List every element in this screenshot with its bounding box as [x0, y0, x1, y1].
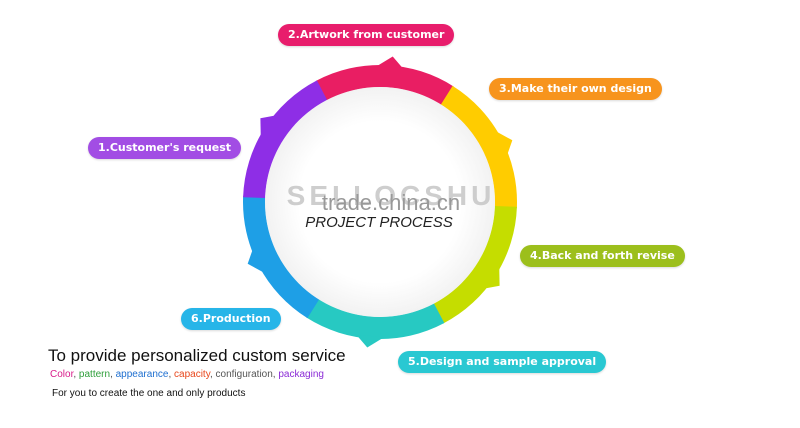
feature-separator: ,: [110, 369, 116, 380]
step-label-back-and-forth-revise: 4.Back and forth revise: [520, 245, 685, 267]
ring-inner-disc: [265, 87, 495, 317]
feature-configuration: configuration: [215, 369, 273, 380]
step-label-production: 6.Production: [181, 308, 281, 330]
ring-arrows: [247, 56, 513, 348]
ring-arrow: [260, 115, 277, 139]
ring-arrow: [483, 265, 500, 289]
feature-appearance: appearance: [115, 369, 169, 380]
feature-capacity: capacity: [174, 369, 210, 380]
service-tagline: For you to create the one and only produ…: [52, 388, 246, 399]
feature-packaging: packaging: [278, 369, 324, 380]
step-label-design-sample-approval: 5.Design and sample approval: [398, 351, 607, 373]
feature-separator: ,: [73, 369, 79, 380]
step-label-customer-request: 1.Customer's request: [88, 137, 242, 159]
center-title: PROJECT PROCESS: [305, 214, 453, 231]
ring-arrow: [494, 130, 513, 156]
ring-arrow: [247, 248, 266, 274]
step-label-make-own-design: 3.Make their own design: [489, 78, 662, 100]
step-label-artwork-from-customer: 2.Artwork from customer: [278, 24, 455, 46]
feature-separator: ,: [272, 369, 279, 380]
ring-arrow: [375, 56, 404, 70]
center-site-watermark: trade.china.cn: [321, 190, 461, 215]
center-watermark: SELLOCSHU: [286, 180, 496, 211]
feature-separator: ,: [168, 369, 175, 380]
feature-color: Color: [50, 369, 74, 380]
service-heading: To provide personalized custom service: [48, 346, 346, 365]
feature-separator: ,: [209, 369, 216, 380]
feature-pattern: pattern: [78, 369, 111, 380]
ring-arrow: [356, 334, 385, 348]
service-features: Color, pattern, appearance, capacity, co…: [50, 369, 324, 380]
